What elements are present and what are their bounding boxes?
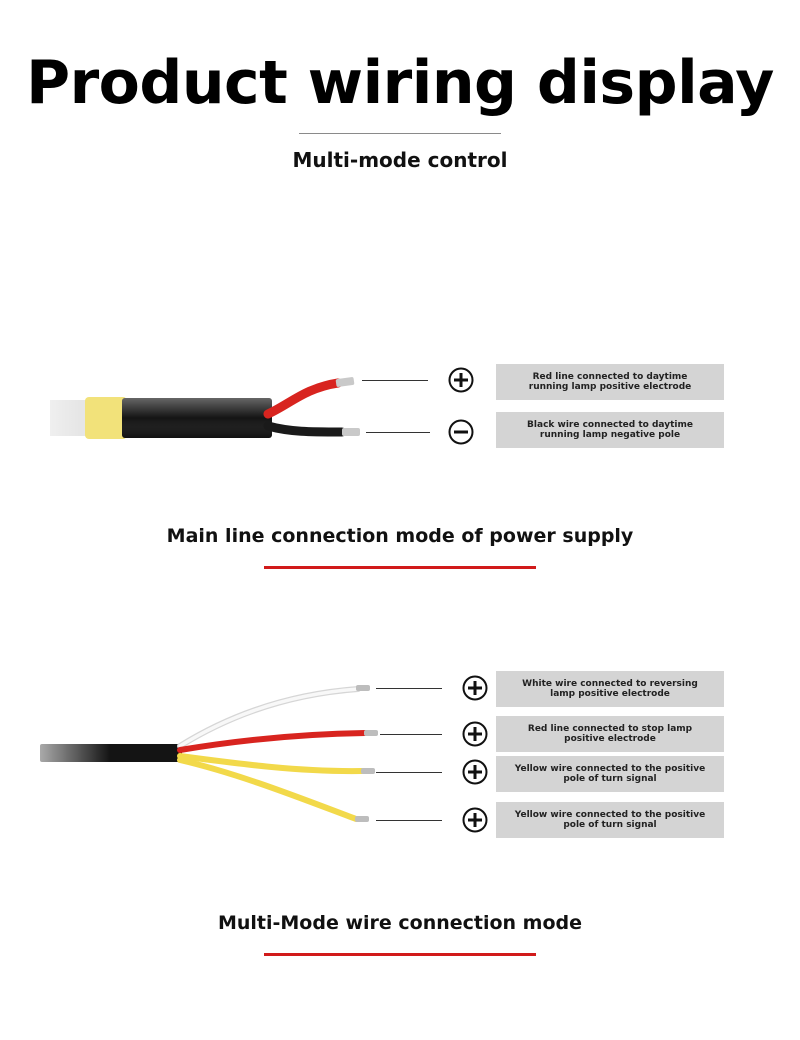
plus-icon — [462, 759, 488, 785]
yellow-wire — [177, 753, 365, 775]
multi-cable-illustration — [0, 685, 378, 822]
section-divider — [264, 566, 536, 569]
yellow-wire-tip — [355, 816, 369, 822]
red-wire-tip — [364, 730, 378, 736]
yellow-wire-tip — [361, 768, 375, 774]
cable-yellow-sleeve — [85, 397, 127, 439]
connection-label: Black wire connected to daytime running … — [496, 412, 724, 448]
white-wire-tip — [356, 685, 370, 691]
page-subtitle: Multi-mode control — [292, 148, 508, 172]
page-title: Product wiring display — [26, 48, 774, 118]
minus-icon — [448, 419, 474, 445]
leader-line — [376, 688, 442, 689]
leader-line — [376, 820, 442, 821]
connection-label: Red line connected to stop lamp positive… — [496, 716, 724, 752]
connection-label: White wire connected to reversing lamp p… — [496, 671, 724, 707]
red-wire-tip — [335, 377, 355, 387]
black-wire — [263, 421, 347, 437]
plus-icon — [448, 367, 474, 393]
plus-icon — [462, 675, 488, 701]
leader-line — [366, 432, 430, 433]
connection-label: Yellow wire connected to the positive po… — [496, 756, 724, 792]
leader-line — [376, 772, 442, 773]
red-wire — [263, 378, 343, 419]
yellow-wire — [177, 757, 359, 822]
title-divider — [299, 133, 501, 134]
plus-icon — [462, 807, 488, 833]
plus-icon — [462, 721, 488, 747]
connection-label: Yellow wire connected to the positive po… — [496, 802, 724, 838]
leader-line — [362, 380, 428, 381]
black-wire-tip — [342, 428, 360, 436]
connection-label: Red line connected to daytime running la… — [496, 364, 724, 400]
section-caption-multi: Multi-Mode wire connection mode — [217, 912, 583, 934]
leader-line — [380, 734, 442, 735]
section-divider — [264, 953, 536, 956]
red-wire — [177, 730, 368, 753]
power-cable-illustration — [0, 377, 360, 450]
section-caption-power: Main line connection mode of power suppl… — [166, 525, 634, 547]
